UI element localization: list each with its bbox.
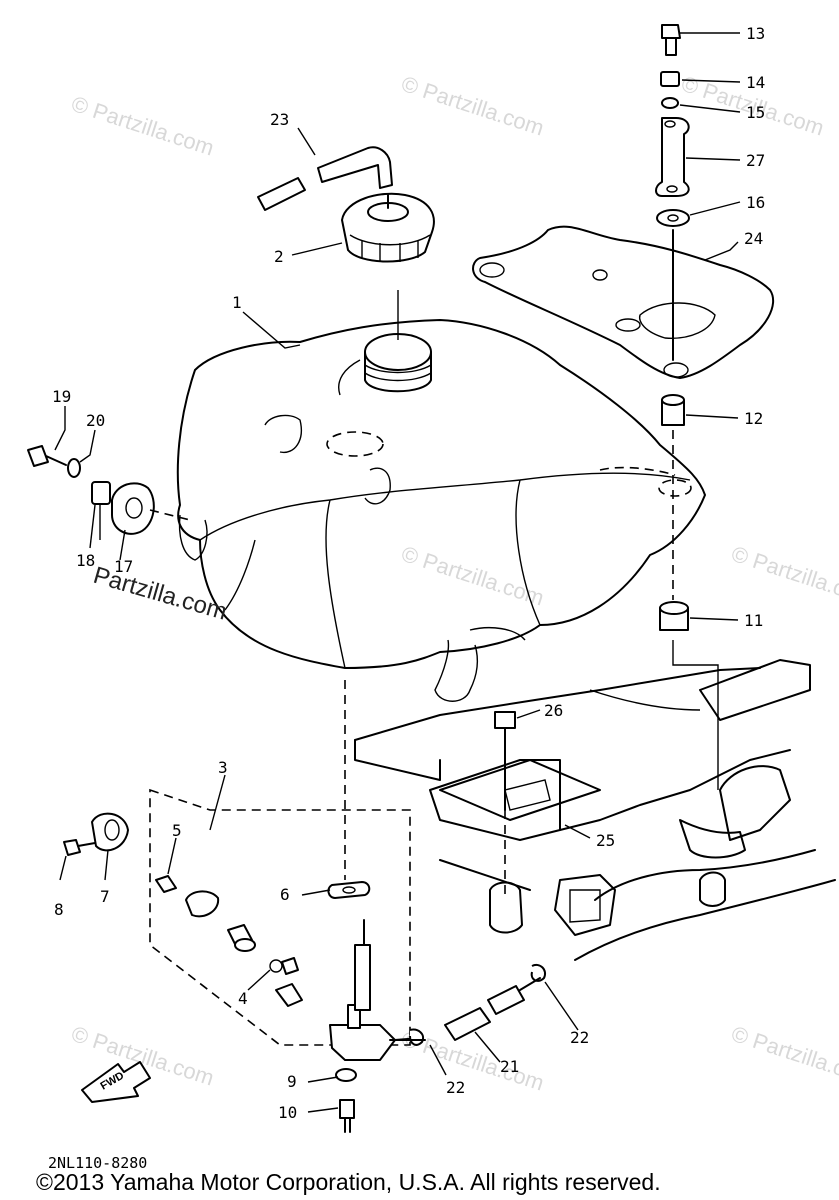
watermark-layer: © Partzilla.com © Partzilla.com © Partzi… <box>68 71 839 1096</box>
watermark: © Partzilla.com <box>398 541 547 611</box>
label-1: 1 <box>232 293 242 312</box>
label-14: 14 <box>746 73 765 92</box>
watermark: © Partzilla.com <box>68 91 217 161</box>
label-18: 18 <box>76 551 95 570</box>
fuel-cock-assembly <box>63 680 546 1133</box>
label-16: 16 <box>746 193 765 212</box>
label-22-right: 22 <box>570 1028 589 1047</box>
side-mount-hardware <box>27 445 191 540</box>
watermark: © Partzilla.com <box>398 71 547 141</box>
watermark: © Partzilla.com <box>728 541 839 611</box>
label-5: 5 <box>172 821 182 840</box>
label-21: 21 <box>500 1057 519 1076</box>
bracket-plate <box>472 225 775 379</box>
fuel-sender <box>439 711 601 895</box>
label-8: 8 <box>54 900 64 919</box>
label-17: 17 <box>114 557 133 576</box>
leader-lines <box>54 32 741 1113</box>
frame <box>354 659 836 961</box>
label-11: 11 <box>744 611 763 630</box>
label-19: 19 <box>52 387 71 406</box>
label-24: 24 <box>744 229 763 248</box>
copyright-notice: ©2013 Yamaha Motor Corporation, U.S.A. A… <box>36 1169 661 1195</box>
label-20: 20 <box>86 411 105 430</box>
fwd-arrow-icon: FWD <box>81 1061 151 1103</box>
label-23: 23 <box>270 110 289 129</box>
breather-hose <box>257 146 393 211</box>
label-15: 15 <box>746 103 765 122</box>
mount-hardware <box>655 24 719 790</box>
label-12: 12 <box>744 409 763 428</box>
label-13: 13 <box>746 24 765 43</box>
label-7: 7 <box>100 887 110 906</box>
label-4: 4 <box>238 989 248 1008</box>
label-3: 3 <box>218 758 228 777</box>
label-26: 26 <box>544 701 563 720</box>
label-22-left: 22 <box>446 1078 465 1097</box>
watermark: © Partzilla.com <box>728 1021 839 1091</box>
fuel-cap <box>341 192 435 263</box>
label-10: 10 <box>278 1103 297 1122</box>
part-labels: 13 14 15 27 16 24 12 11 23 2 1 19 20 18 … <box>52 24 765 1122</box>
label-25: 25 <box>596 831 615 850</box>
label-9: 9 <box>287 1072 297 1091</box>
label-6: 6 <box>280 885 290 904</box>
fuel-tank <box>176 319 706 702</box>
label-27: 27 <box>746 151 765 170</box>
watermark-overlay: Partzilla.com <box>90 562 229 626</box>
label-2: 2 <box>274 247 284 266</box>
diagram-code: 2NL110-8280 <box>48 1154 147 1172</box>
